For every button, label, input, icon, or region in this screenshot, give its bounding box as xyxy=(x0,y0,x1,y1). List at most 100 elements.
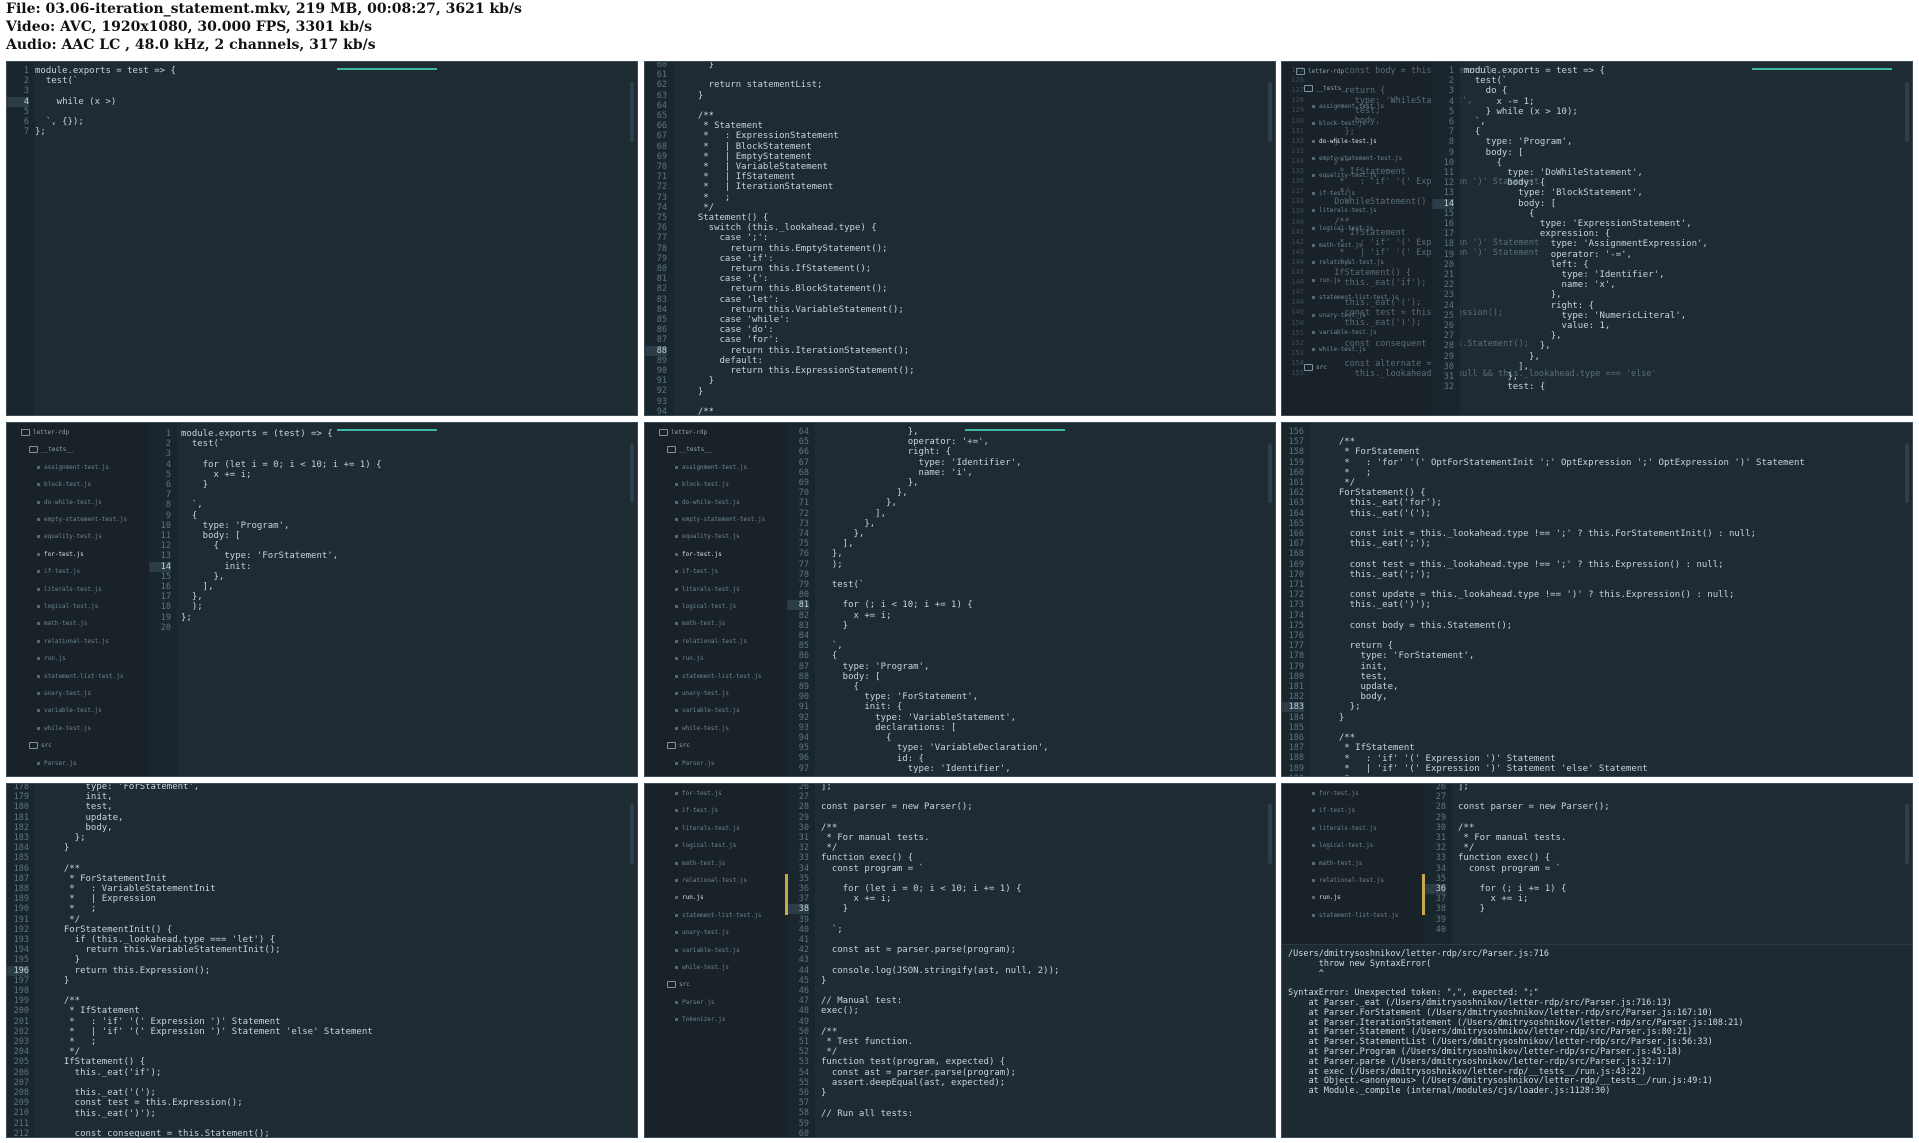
file-item[interactable]: while-test.js xyxy=(675,725,729,732)
file-item[interactable]: if-test.js xyxy=(675,568,718,575)
folder-item[interactable]: letter-rdp xyxy=(21,429,69,436)
file-item[interactable]: if-test.js xyxy=(37,568,80,575)
file-item[interactable]: variable-test.js xyxy=(675,707,740,714)
scrollbar-thumb[interactable] xyxy=(1905,804,1909,864)
file-item[interactable]: assignment-test.js xyxy=(1312,103,1384,110)
scrollbar-thumb[interactable] xyxy=(1905,443,1909,503)
folder-item[interactable]: __tests__ xyxy=(29,446,74,454)
file-item[interactable]: equality-test.js xyxy=(37,533,102,540)
file-item[interactable]: while-test.js xyxy=(675,964,729,971)
code-editor-text[interactable]: } return statementList; } /** * Statemen… xyxy=(697,61,915,416)
file-item[interactable]: run.js xyxy=(675,655,704,662)
terminal-line: at Parser.Program (/Users/dmitrysoshniko… xyxy=(1288,1047,1683,1057)
file-item[interactable]: block-test.js xyxy=(1312,120,1366,127)
file-item[interactable]: for-test.js xyxy=(675,551,722,558)
folder-item[interactable]: src xyxy=(667,742,690,750)
scrollbar-thumb[interactable] xyxy=(630,443,634,503)
scrollbar-thumb[interactable] xyxy=(630,804,634,864)
file-item[interactable]: block-test.js xyxy=(37,481,91,488)
file-item[interactable]: literals-test.js xyxy=(675,825,740,832)
file-item[interactable]: statement-list-test.js xyxy=(675,912,761,919)
file-item[interactable]: do-while-test.js xyxy=(37,499,102,506)
file-item[interactable]: logical-test.js xyxy=(675,603,736,610)
file-item[interactable]: if-test.js xyxy=(1312,807,1355,814)
file-item[interactable]: relational-test.js xyxy=(675,638,747,645)
file-item[interactable]: run.js xyxy=(1312,277,1341,284)
file-item[interactable]: do-while-test.js xyxy=(675,499,740,506)
file-item[interactable]: if-test.js xyxy=(1312,190,1355,197)
file-item[interactable]: run.js xyxy=(37,655,66,662)
file-item[interactable]: relational-test.js xyxy=(37,638,109,645)
file-item[interactable]: statement-list-test.js xyxy=(1312,912,1398,919)
file-item[interactable]: variable-test.js xyxy=(675,947,740,954)
file-item[interactable]: literals-test.js xyxy=(37,586,102,593)
file-item[interactable]: while-test.js xyxy=(37,725,91,732)
file-item[interactable]: literals-test.js xyxy=(1312,207,1377,214)
file-item[interactable]: for-test.js xyxy=(675,790,722,797)
file-item[interactable]: logical-test.js xyxy=(1312,225,1373,232)
scrollbar-thumb[interactable] xyxy=(1905,82,1909,142)
code-editor-text[interactable]: type: 'ForStatement', init, test, update… xyxy=(63,783,373,1138)
scrollbar-thumb[interactable] xyxy=(630,82,634,142)
file-item[interactable]: Parser.js xyxy=(675,760,715,767)
file-item[interactable]: for-test.js xyxy=(1312,790,1359,797)
terminal-panel[interactable]: /Users/dmitrysoshnikov/letter-rdp/src/Pa… xyxy=(1282,944,1912,1137)
folder-item[interactable]: src xyxy=(29,742,52,750)
file-item[interactable]: math-test.js xyxy=(37,620,87,627)
code-editor-text[interactable]: module.exports = (test) => { test(` for … xyxy=(181,429,382,623)
file-item[interactable]: logical-test.js xyxy=(1312,842,1373,849)
code-editor-text[interactable]: ]; const parser = new Parser(); /** * Fo… xyxy=(821,783,1060,1119)
scrollbar-thumb[interactable] xyxy=(1268,82,1272,142)
file-item[interactable]: math-test.js xyxy=(675,620,725,627)
file-item[interactable]: unary-test.js xyxy=(1312,312,1366,319)
file-item[interactable]: literals-test.js xyxy=(675,586,740,593)
file-item[interactable]: assignment-test.js xyxy=(675,464,747,471)
file-item[interactable]: logical-test.js xyxy=(37,603,98,610)
file-item[interactable]: math-test.js xyxy=(675,860,725,867)
code-editor-text[interactable]: }, operator: '+=', right: { type: 'Ident… xyxy=(831,427,1049,774)
file-item[interactable]: equality-test.js xyxy=(675,533,740,540)
folder-item[interactable]: src xyxy=(667,981,690,989)
file-item[interactable]: run.js xyxy=(1312,894,1341,901)
folder-item[interactable]: __tests__ xyxy=(1304,85,1349,93)
file-item[interactable]: variable-test.js xyxy=(37,707,102,714)
file-item[interactable]: empty-statement-test.js xyxy=(37,516,127,523)
file-item[interactable]: logical-test.js xyxy=(675,842,736,849)
file-item[interactable]: Parser.js xyxy=(675,999,715,1006)
file-item[interactable]: do-while-test.js xyxy=(1312,138,1377,145)
folder-item[interactable]: src xyxy=(1304,363,1327,371)
file-item[interactable]: statement-list-test.js xyxy=(1312,294,1398,301)
file-item[interactable]: equality-test.js xyxy=(1312,172,1377,179)
file-item[interactable]: math-test.js xyxy=(1312,860,1362,867)
folder-item[interactable]: __tests__ xyxy=(667,446,712,454)
file-item[interactable]: Parser.js xyxy=(37,760,77,767)
file-item[interactable]: unary-test.js xyxy=(675,929,729,936)
file-item[interactable]: math-test.js xyxy=(1312,242,1362,249)
file-item[interactable]: for-test.js xyxy=(37,551,84,558)
folder-item[interactable]: letter-rdp xyxy=(659,429,707,436)
code-editor-text[interactable]: module.exports = test => { test(` while … xyxy=(35,66,176,138)
file-item[interactable]: variable-test.js xyxy=(1312,329,1377,336)
file-item[interactable]: relational-test.js xyxy=(1312,259,1384,266)
file-item[interactable]: literals-test.js xyxy=(1312,825,1377,832)
code-editor-text[interactable]: ]; const parser = new Parser(); /** * Fo… xyxy=(1458,783,1610,915)
file-item[interactable]: assignment-test.js xyxy=(37,464,109,471)
code-editor-text[interactable]: module.exports = test => { test(` do { x… xyxy=(1464,66,1708,393)
file-item[interactable]: Tokenizer.js xyxy=(675,1016,725,1023)
folder-item[interactable]: letter-rdp xyxy=(1296,68,1344,75)
file-item[interactable]: block-test.js xyxy=(675,481,729,488)
file-item[interactable]: relational-test.js xyxy=(675,877,747,884)
file-item[interactable]: empty-statement-test.js xyxy=(675,516,765,523)
file-item[interactable]: unary-test.js xyxy=(675,690,729,697)
file-item[interactable]: run.js xyxy=(675,894,704,901)
file-item[interactable]: unary-test.js xyxy=(37,690,91,697)
code-editor-text[interactable]: /** * ForStatement * : 'for' '(' OptForS… xyxy=(1338,437,1805,776)
file-item[interactable]: relational-test.js xyxy=(1312,877,1384,884)
scrollbar-thumb[interactable] xyxy=(1268,804,1272,864)
file-item[interactable]: statement-list-test.js xyxy=(37,673,123,680)
file-item[interactable]: while-test.js xyxy=(1312,346,1366,353)
file-item[interactable]: statement-list-test.js xyxy=(675,673,761,680)
file-item[interactable]: if-test.js xyxy=(675,807,718,814)
file-item[interactable]: empty-statement-test.js xyxy=(1312,155,1402,162)
scrollbar-thumb[interactable] xyxy=(1268,443,1272,503)
